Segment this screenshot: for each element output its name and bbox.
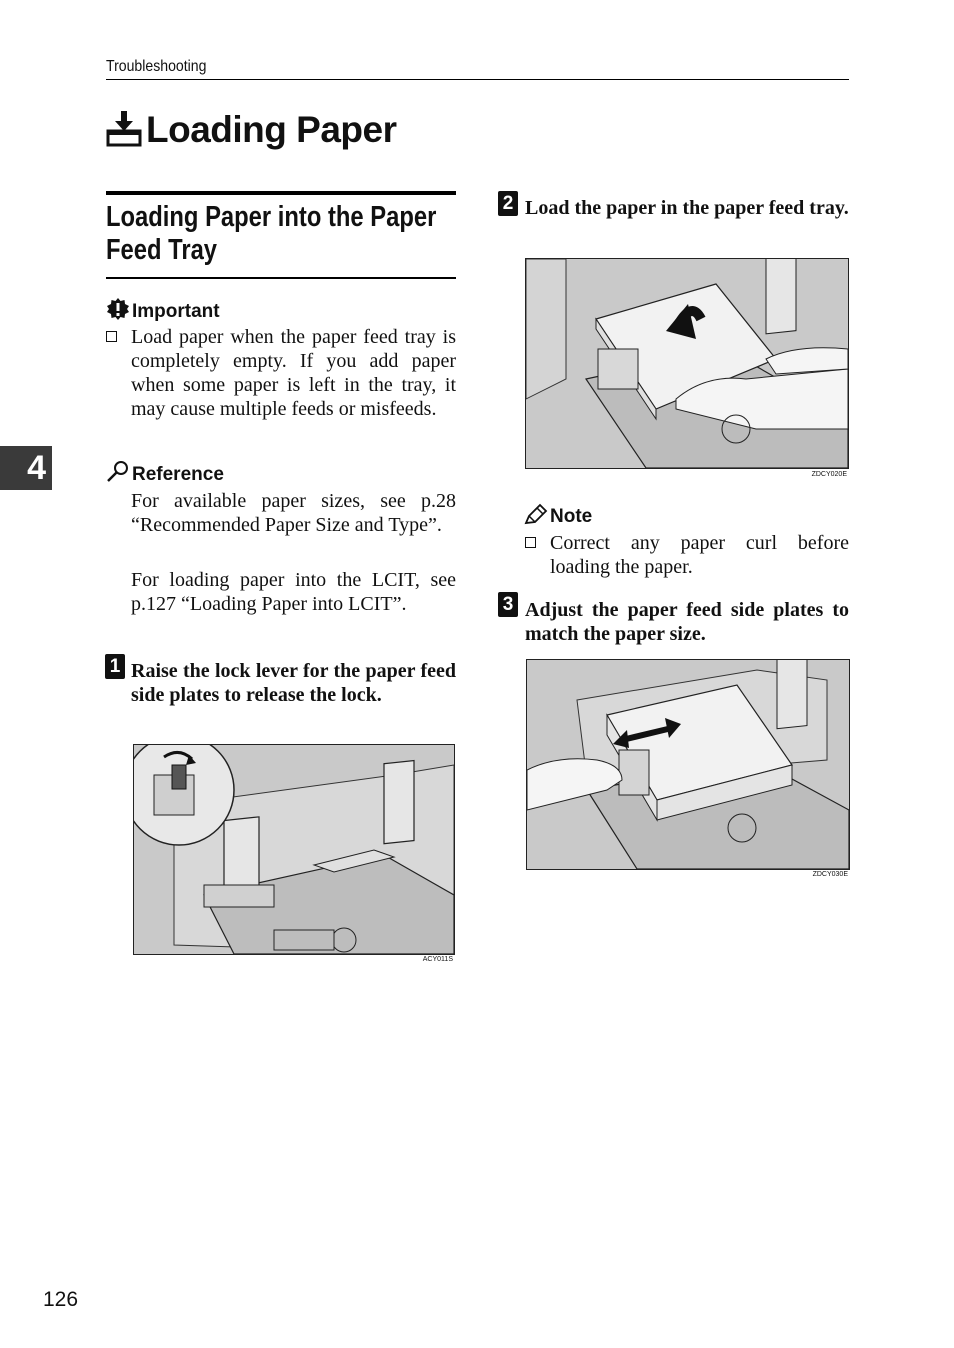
page-number: 126: [43, 1288, 79, 1311]
important-badge-icon: [106, 297, 130, 326]
step-1-figure-code: ACY011S: [422, 956, 453, 963]
pencil-icon: [524, 503, 548, 530]
header-rule: [106, 79, 849, 80]
step-2-text: Load the paper in the paper feed tray.: [525, 197, 849, 219]
chapter-tab: 4: [0, 446, 52, 490]
checkbox-bullet-icon: [525, 537, 536, 548]
page-title: Loading Paper: [146, 109, 397, 150]
reference-paragraph: For available paper sizes, see p.28 “Rec…: [131, 490, 456, 536]
step-3-number: 3: [498, 592, 518, 617]
step-3-figure-code: ZDCY030E: [812, 871, 848, 878]
running-header: Troubleshooting: [106, 58, 207, 75]
step-2-figure-code: ZDCY020E: [811, 471, 847, 478]
reference-paragraph: For loading paper into the LCIT, see p.1…: [131, 569, 456, 615]
step-3-text: Adjust the paper feed side plates to mat…: [525, 599, 849, 645]
section-title: Loading Paper into the Paper Feed Tray: [106, 201, 437, 266]
note-item: Correct any paper curl before loading th…: [525, 531, 849, 579]
step-1-text: Raise the lock lever for the paper feed …: [131, 660, 456, 706]
chapter-title: Loading Paper: [106, 108, 397, 152]
step-2-number: 2: [498, 191, 518, 216]
step-2-figure: [525, 258, 849, 469]
section-rule-top: [106, 191, 456, 195]
step-1-number: 1: [105, 654, 125, 679]
important-label: Important: [106, 297, 220, 326]
important-item: Load paper when the paper feed tray is c…: [106, 325, 456, 421]
reference-label: Reference: [106, 460, 224, 489]
section-rule-bottom: [106, 277, 456, 279]
note-label: Note: [524, 503, 592, 530]
step-3-figure: [526, 659, 850, 870]
magnifier-icon: [106, 460, 130, 489]
tray-load-icon: [106, 109, 142, 152]
checkbox-bullet-icon: [106, 331, 117, 342]
step-1-figure: [133, 744, 455, 955]
